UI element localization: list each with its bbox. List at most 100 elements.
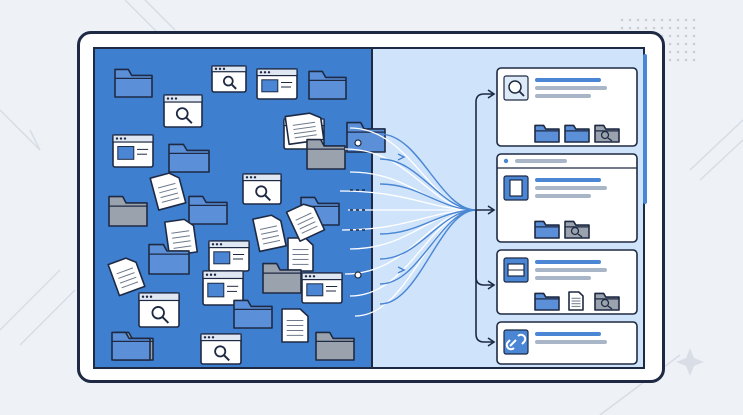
folder-icon (262, 262, 302, 294)
magnifier (255, 185, 268, 198)
document-icon (287, 237, 314, 272)
window-titlebar (242, 173, 282, 182)
folder-body (308, 70, 347, 100)
dot (684, 50, 688, 54)
connector-line (475, 210, 494, 286)
document-line (293, 130, 317, 135)
folder-icon (168, 143, 210, 173)
dot (652, 26, 656, 30)
window-dot (312, 275, 316, 278)
chaos-items (107, 65, 386, 365)
window-dot (259, 71, 263, 74)
document-icon (285, 203, 326, 243)
window-dot (214, 67, 218, 71)
folder-icon (534, 124, 560, 143)
document-line (119, 276, 137, 284)
card-text-line (535, 94, 591, 98)
document-line (171, 230, 190, 234)
search-window-icon (163, 94, 203, 128)
document-line (263, 239, 281, 245)
magnifier (600, 298, 610, 308)
dot (676, 18, 680, 22)
document-line (121, 281, 139, 289)
folder-icon (534, 292, 560, 311)
folder-body (594, 292, 620, 311)
magnifier (570, 226, 580, 236)
flow-line (379, 209, 477, 235)
window-dot (211, 336, 215, 339)
dot (676, 42, 680, 46)
window-dot (215, 243, 219, 246)
window-titlebar (256, 68, 298, 77)
search-window-icon (211, 65, 247, 93)
tablet-frame (77, 31, 665, 383)
card-text-line (535, 276, 591, 280)
scrollbar-thumb[interactable] (643, 54, 647, 204)
window-titlebar (208, 240, 250, 249)
connector-arrowhead (487, 89, 496, 99)
folder-icon (108, 195, 148, 227)
window-dot (145, 295, 149, 298)
window-dot (209, 273, 213, 276)
result-card (496, 153, 638, 243)
folder-icon (308, 70, 347, 100)
dot (620, 26, 624, 30)
document-line (159, 187, 177, 194)
document-body (252, 214, 287, 253)
card-header-bar (515, 159, 567, 163)
document-line (172, 235, 190, 239)
flow-line (379, 158, 477, 211)
connector-arrowhead (487, 205, 496, 215)
flow-line (344, 148, 477, 211)
magnifier-handle (607, 305, 613, 310)
folder-icon (148, 243, 190, 275)
arrowhead (397, 153, 406, 161)
connector-line (475, 93, 494, 210)
dot (676, 58, 680, 62)
flow-lines-blue (379, 133, 477, 305)
document-line (293, 125, 316, 131)
search-window-icon (242, 173, 282, 205)
document-line (260, 230, 279, 235)
window-dot (218, 67, 222, 71)
document-icon (149, 172, 187, 211)
magnifier (214, 345, 227, 358)
dot (668, 58, 672, 62)
window-image (117, 146, 135, 160)
flow-node (354, 139, 362, 147)
magnifier-handle (230, 83, 237, 90)
document-body (284, 112, 325, 146)
folder-body (534, 124, 560, 143)
dot (684, 26, 688, 30)
document-line (157, 182, 176, 189)
window-titlebar (163, 94, 203, 103)
dot (644, 18, 648, 22)
sparkle-icon (676, 348, 704, 376)
window-dot (205, 273, 209, 276)
window-dot (207, 336, 211, 339)
window-dot (263, 71, 267, 74)
window-dot (119, 137, 123, 140)
connector-line (475, 210, 494, 343)
dot (692, 42, 696, 46)
link-shape (505, 333, 527, 351)
dot (692, 26, 696, 30)
flow-line (379, 209, 477, 285)
search-folder-icon (594, 124, 620, 143)
document-line (301, 225, 318, 234)
folder-body (262, 262, 302, 294)
document-icon (568, 291, 584, 311)
folder-body (564, 124, 590, 143)
document-line (297, 216, 314, 226)
dot (692, 58, 696, 62)
window-dot (245, 176, 249, 179)
folder-body (306, 138, 346, 170)
document-icon (252, 214, 287, 253)
icon-tile (503, 329, 529, 355)
folder-body (534, 220, 560, 239)
folder-body (594, 124, 620, 143)
folder-icon (114, 68, 153, 98)
folder-icon (306, 138, 346, 170)
